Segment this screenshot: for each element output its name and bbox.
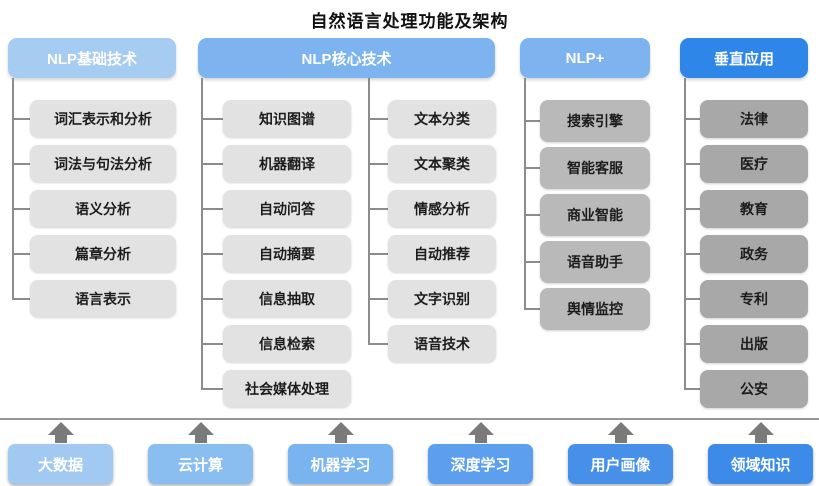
connector-stub <box>368 252 388 255</box>
foundation-box: 机器学习 <box>288 444 393 484</box>
item-box: 自动问答 <box>223 190 351 227</box>
connector-stub <box>201 387 223 390</box>
foundation-box: 领域知识 <box>708 444 813 484</box>
item-box: 语言表示 <box>30 280 176 317</box>
item-box: 信息抽取 <box>223 280 351 317</box>
item-box: 出版 <box>700 325 808 363</box>
connector-stub <box>201 252 223 255</box>
item-box: 社会媒体处理 <box>223 370 351 407</box>
item-box: 篇章分析 <box>30 235 176 272</box>
item-box: 舆情监控 <box>540 288 650 330</box>
connector-stub <box>201 207 223 210</box>
item-box: 文字识别 <box>388 280 496 317</box>
connector-stub <box>524 261 540 263</box>
connector-vline <box>684 78 686 389</box>
column-header-vertical-apps: 垂直应用 <box>680 38 808 78</box>
connector-stub <box>12 162 30 165</box>
foundation-box: 用户画像 <box>568 444 673 484</box>
connector-stub <box>368 162 388 165</box>
up-arrow-icon <box>194 434 207 443</box>
item-box: 情感分析 <box>388 190 496 227</box>
connector-stub <box>12 117 30 120</box>
up-arrow-icon <box>754 434 767 443</box>
item-box: 智能客服 <box>540 147 650 189</box>
connector-vline <box>12 78 14 299</box>
item-box: 文本聚类 <box>388 145 496 182</box>
connector-stub <box>201 162 223 165</box>
item-box: 词法与句法分析 <box>30 145 176 182</box>
up-arrow-icon <box>474 434 487 443</box>
item-box: 知识图谱 <box>223 100 351 137</box>
item-box: 词汇表示和分析 <box>30 100 176 137</box>
connector-stub <box>684 388 700 390</box>
connector-stub <box>368 117 388 120</box>
item-box: 法律 <box>700 100 808 138</box>
connector-stub <box>201 297 223 300</box>
item-box: 信息检索 <box>223 325 351 362</box>
up-arrow-icon <box>747 422 774 435</box>
item-box: 教育 <box>700 190 808 228</box>
item-box: 自动摘要 <box>223 235 351 272</box>
connector-stub <box>201 342 223 345</box>
up-arrow-icon <box>607 422 634 435</box>
foundation-box: 云计算 <box>148 444 253 484</box>
connector-stub <box>368 342 388 345</box>
item-box: 语音技术 <box>388 325 496 362</box>
foundation-baseline <box>0 418 819 420</box>
connector-stub <box>12 252 30 255</box>
connector-stub <box>524 167 540 169</box>
up-arrow-icon <box>54 434 67 443</box>
connector-stub <box>201 117 223 120</box>
diagram-title: 自然语言处理功能及架构 <box>310 12 509 31</box>
foundation-box: 大数据 <box>8 444 113 484</box>
item-box: 医疗 <box>700 145 808 183</box>
item-box: 商业智能 <box>540 194 650 236</box>
up-arrow-icon <box>47 422 74 435</box>
connector-stub <box>524 308 540 310</box>
connector-stub <box>368 207 388 210</box>
item-box: 语义分析 <box>30 190 176 227</box>
connector-stub <box>368 297 388 300</box>
connector-stub <box>12 207 30 210</box>
item-box: 公安 <box>700 370 808 408</box>
up-arrow-icon <box>614 434 627 443</box>
foundation-box: 深度学习 <box>428 444 533 484</box>
connector-vline <box>524 78 526 309</box>
item-box: 搜索引擎 <box>540 100 650 142</box>
connector-vline <box>201 78 203 389</box>
connector-stub <box>684 298 700 300</box>
connector-stub <box>524 214 540 216</box>
connector-stub <box>12 297 30 300</box>
item-box: 自动推荐 <box>388 235 496 272</box>
item-box: 文本分类 <box>388 100 496 137</box>
item-box: 机器翻译 <box>223 145 351 182</box>
connector-stub <box>684 253 700 255</box>
up-arrow-icon <box>187 422 214 435</box>
connector-stub <box>684 163 700 165</box>
up-arrow-icon <box>334 434 347 443</box>
column-header-nlp-core: NLP核心技术 <box>198 38 495 78</box>
connector-vline <box>368 78 370 344</box>
up-arrow-icon <box>467 422 494 435</box>
connector-stub <box>684 343 700 345</box>
connector-stub <box>684 208 700 210</box>
up-arrow-icon <box>327 422 354 435</box>
item-box: 政务 <box>700 235 808 273</box>
column-header-nlp-plus: NLP+ <box>520 38 650 78</box>
connector-stub <box>684 118 700 120</box>
item-box: 专利 <box>700 280 808 318</box>
connector-stub <box>524 120 540 122</box>
item-box: 语音助手 <box>540 241 650 283</box>
column-header-nlp-basic: NLP基础技术 <box>8 38 176 78</box>
